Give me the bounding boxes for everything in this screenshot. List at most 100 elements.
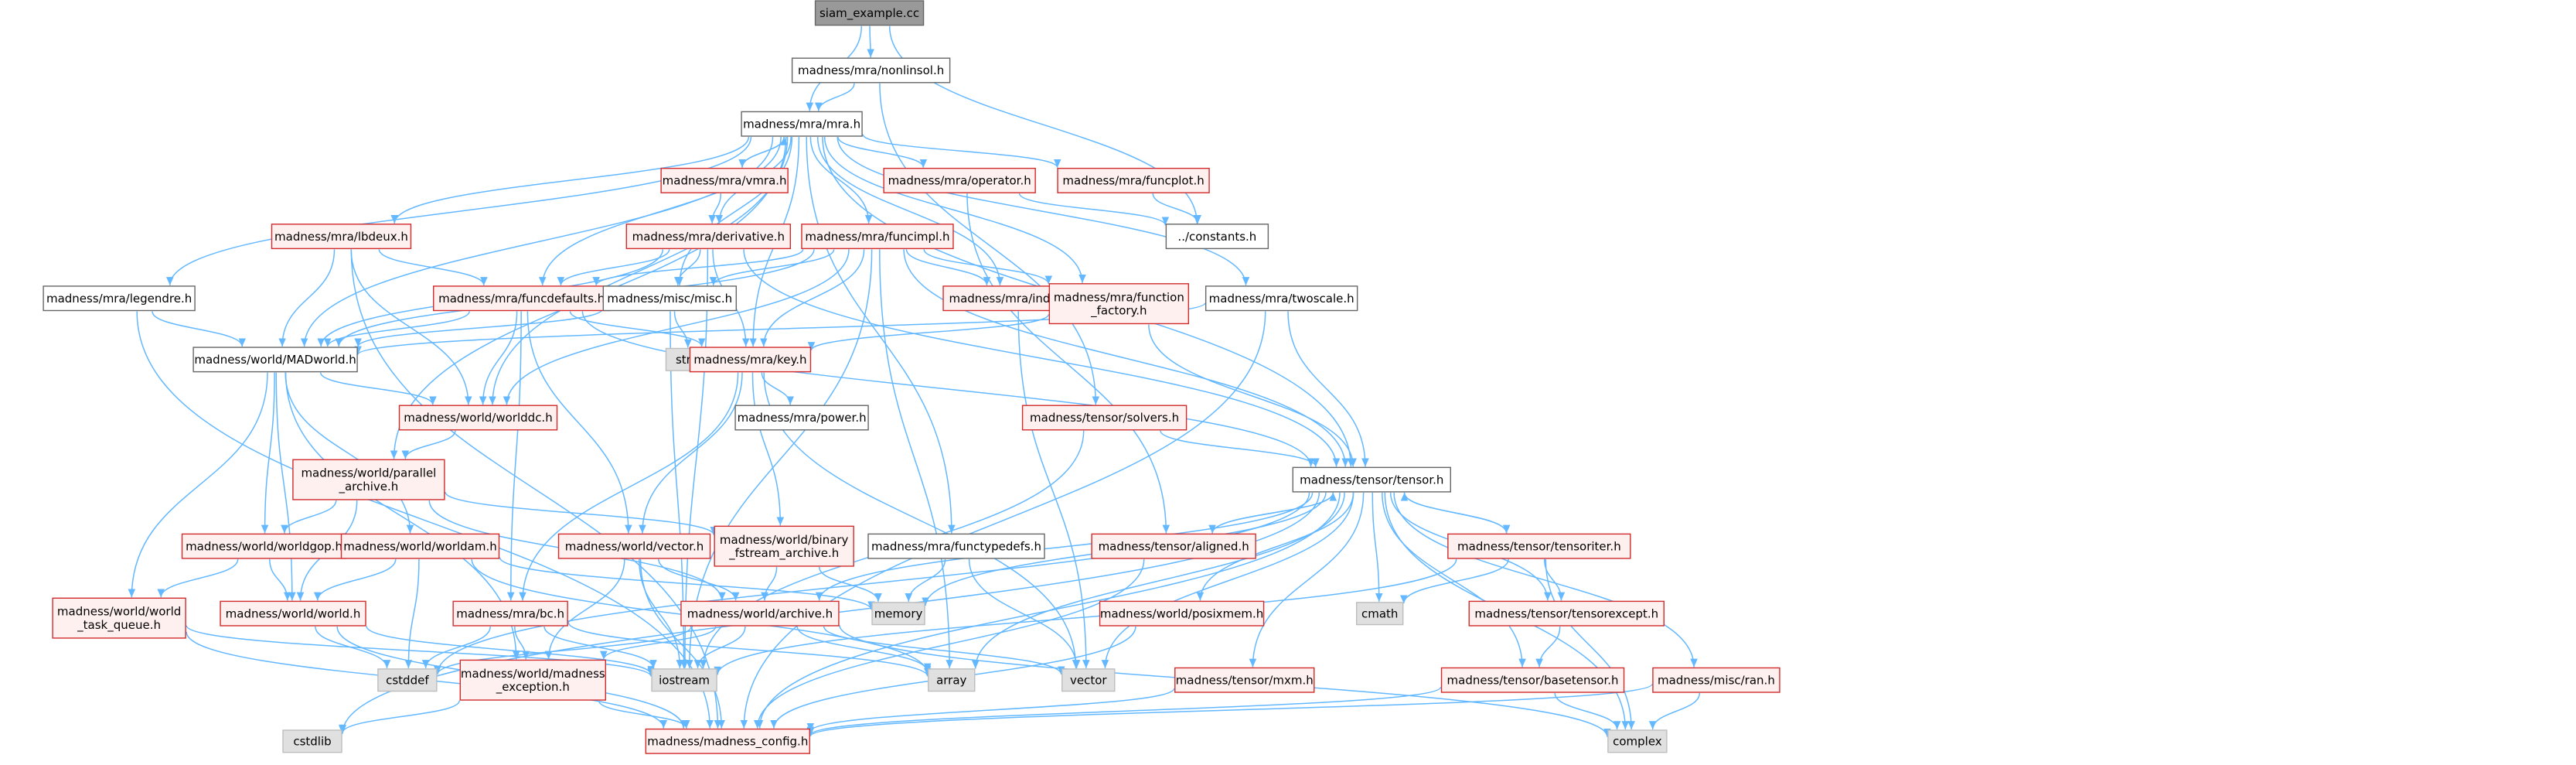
edge-vmra-to-mra bbox=[741, 136, 788, 168]
node-vector_h[interactable]: madness/world/vector.h bbox=[557, 533, 711, 559]
edge-vector_h-to-archive bbox=[658, 558, 740, 601]
node-label: madness/mra/power.h bbox=[738, 411, 867, 425]
node-label: madness/mra/nonlinsol.h bbox=[798, 63, 944, 77]
node-solvers[interactable]: madness/tensor/solvers.h bbox=[1021, 405, 1187, 431]
edge-worldam-to-world bbox=[313, 558, 397, 601]
edge-tensor-to-mxm bbox=[1249, 492, 1365, 668]
edge-functypedefs-to-memory bbox=[905, 558, 946, 602]
node-root[interactable]: siam_example.cc bbox=[814, 0, 925, 26]
node-funcimpl[interactable]: madness/mra/funcimpl.h bbox=[801, 224, 954, 250]
node-madworld[interactable]: madness/world/MADworld.h bbox=[193, 347, 358, 373]
node-label: madness/mra/funcdefaults.h bbox=[438, 292, 605, 306]
edge-operator-to-constants bbox=[1018, 193, 1170, 226]
node-nonlinsol[interactable]: madness/mra/nonlinsol.h bbox=[791, 57, 951, 84]
node-key[interactable]: madness/mra/key.h bbox=[689, 347, 812, 373]
node-label: madness/misc/misc.h bbox=[607, 292, 732, 306]
node-funcfactory[interactable]: madness/mra/function_factory.h bbox=[1048, 283, 1190, 325]
node-label: madness/world/MADworld.h bbox=[194, 353, 356, 367]
edge-archive-to-iostream bbox=[693, 626, 746, 668]
node-derivative[interactable]: madness/mra/derivative.h bbox=[625, 224, 791, 250]
node-box bbox=[452, 600, 568, 627]
node-label: siam_example.cc bbox=[819, 6, 919, 21]
edge-madworld-to-worlddc bbox=[319, 372, 437, 405]
node-worlddc[interactable]: madness/world/worlddc.h bbox=[398, 405, 558, 431]
edge-mra-to-legendre bbox=[166, 136, 752, 285]
node-label: madness/misc/ran.h bbox=[1658, 673, 1775, 687]
node-power[interactable]: madness/mra/power.h bbox=[734, 405, 869, 431]
node-miscmisc[interactable]: madness/misc/misc.h bbox=[602, 285, 738, 312]
node-tensor[interactable]: madness/tensor/tensor.h bbox=[1292, 466, 1451, 493]
node-basetensor[interactable]: madness/tensor/basetensor.h bbox=[1440, 667, 1625, 693]
node-config[interactable]: madness/madness_config.h bbox=[645, 728, 810, 754]
node-box bbox=[1021, 405, 1187, 431]
node-box bbox=[193, 347, 358, 373]
edge-ran-to-config bbox=[806, 683, 1653, 737]
edge-binaryfstream-to-archive bbox=[761, 566, 778, 601]
node-mxm[interactable]: madness/tensor/mxm.h bbox=[1174, 667, 1315, 693]
node-bc[interactable]: madness/mra/bc.h bbox=[452, 600, 568, 627]
node-binaryfstream[interactable]: madness/world/binary_fstream_archive.h bbox=[714, 525, 854, 567]
edge-tensoriter-to-iostream bbox=[714, 558, 1457, 675]
node-parallelarchive[interactable]: madness/world/parallel_archive.h bbox=[292, 459, 445, 500]
node-label: madness/mra/mra.h bbox=[743, 117, 860, 131]
edge-vector_h-to-madexception bbox=[544, 558, 625, 660]
node-label: madness/tensor/mxm.h bbox=[1176, 673, 1314, 687]
node-aligned[interactable]: madness/tensor/aligned.h bbox=[1091, 533, 1256, 559]
node-funcplot[interactable]: madness/mra/funcplot.h bbox=[1057, 167, 1210, 193]
node-posixmem[interactable]: madness/world/posixmem.h bbox=[1099, 600, 1265, 627]
edge-aligned-to-config bbox=[753, 558, 1145, 729]
node-tensoriter[interactable]: madness/tensor/tensoriter.h bbox=[1447, 533, 1631, 559]
edge-funcdefaults-to-madworld bbox=[323, 311, 470, 347]
node-world[interactable]: madness/world/world.h bbox=[220, 600, 366, 627]
node-label: madness/world/parallel bbox=[301, 466, 436, 480]
edge-derivative-to-funcdefaults bbox=[557, 249, 670, 286]
edge-worldgop-to-worldtaskqueue bbox=[157, 558, 239, 598]
node-label: madness/tensor/basetensor.h bbox=[1447, 673, 1619, 687]
node-label: memory bbox=[874, 606, 923, 620]
node-ran[interactable]: madness/misc/ran.h bbox=[1652, 667, 1780, 693]
node-funcdefaults[interactable]: madness/mra/funcdefaults.h bbox=[433, 285, 611, 312]
node-array: array bbox=[928, 668, 976, 692]
edge-nonlinsol-to-solvers bbox=[879, 83, 1100, 405]
node-label: madness/world/worlddc.h bbox=[404, 411, 552, 425]
edge-miscmisc-to-string bbox=[673, 311, 692, 348]
node-box bbox=[871, 602, 925, 626]
edge-key-to-vector_h bbox=[639, 372, 743, 534]
node-box bbox=[1205, 285, 1358, 312]
node-madexception[interactable]: madness/world/madness_exception.h bbox=[459, 659, 607, 701]
node-archive[interactable]: madness/world/archive.h bbox=[680, 600, 840, 627]
node-box bbox=[1652, 667, 1780, 693]
node-vmra[interactable]: madness/mra/vmra.h bbox=[660, 167, 789, 193]
node-label: madness/mra/derivative.h bbox=[632, 230, 785, 244]
edge-bc-to-array bbox=[567, 622, 932, 677]
node-label: madness/mra/funcimpl.h bbox=[805, 230, 949, 244]
edge-madworld-to-worldgop bbox=[261, 372, 275, 534]
node-legendre[interactable]: madness/mra/legendre.h bbox=[43, 285, 196, 312]
node-box bbox=[181, 533, 347, 559]
node-label: madness/tensor/tensoriter.h bbox=[1457, 539, 1621, 553]
edge-tensor-to-ran bbox=[1393, 492, 1698, 668]
node-functypedefs[interactable]: madness/mra/functypedefs.h bbox=[867, 533, 1045, 559]
node-box bbox=[1292, 466, 1451, 493]
edge-madworld-to-worldtaskqueue bbox=[128, 372, 268, 598]
edge-aligned-to-tensor bbox=[1211, 492, 1337, 534]
node-label: madness/world/world.h bbox=[226, 606, 361, 620]
node-mra[interactable]: madness/mra/mra.h bbox=[741, 111, 863, 137]
edge-parallelarchive-to-worldgop bbox=[281, 500, 337, 534]
node-twoscale[interactable]: madness/mra/twoscale.h bbox=[1205, 285, 1358, 312]
node-label: array bbox=[936, 673, 966, 687]
edge-funcimpl-to-funcfactory bbox=[923, 249, 1053, 285]
edge-basetensor-to-complex bbox=[1554, 692, 1621, 730]
node-label: vector bbox=[1070, 673, 1107, 687]
node-worldgop[interactable]: madness/world/worldgop.h bbox=[181, 533, 347, 559]
node-label: madness/world/posixmem.h bbox=[1100, 606, 1263, 620]
node-constants[interactable]: ../constants.h bbox=[1165, 224, 1269, 250]
edge-funcfactory-to-key bbox=[807, 314, 1050, 351]
node-label: madness/world/archive.h bbox=[687, 606, 833, 620]
node-worldam[interactable]: madness/world/worldam.h bbox=[340, 533, 500, 559]
node-operator[interactable]: madness/mra/operator.h bbox=[883, 167, 1036, 193]
node-tensorexcept[interactable]: madness/tensor/tensorexcept.h bbox=[1468, 600, 1665, 627]
node-lbdeux[interactable]: madness/mra/lbdeux.h bbox=[271, 224, 412, 250]
node-worldtaskqueue[interactable]: madness/world/world_task_queue.h bbox=[52, 597, 186, 639]
edge-root-to-constants bbox=[888, 26, 1201, 224]
